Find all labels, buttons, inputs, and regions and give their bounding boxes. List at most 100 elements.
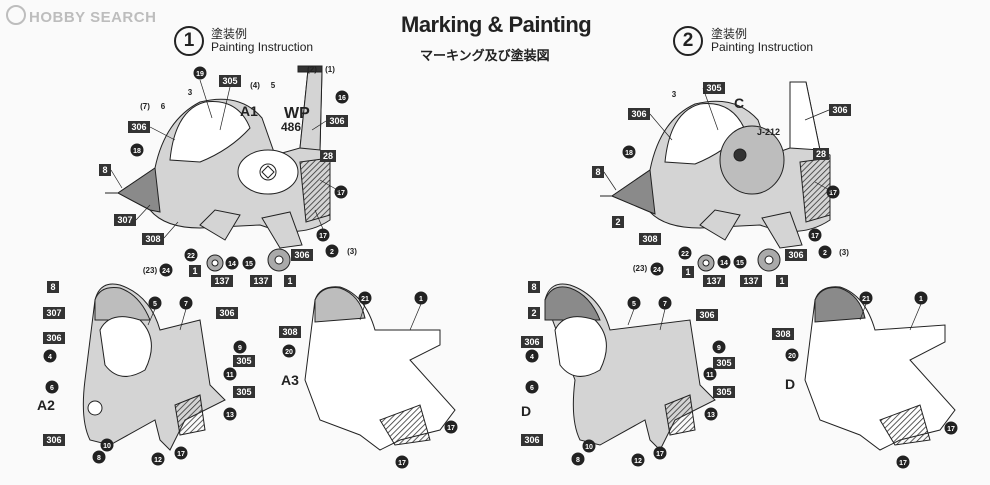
- watermark-text: HOBBY SEARCH: [29, 9, 157, 26]
- callout-label: 306: [631, 109, 646, 119]
- callout-label: (3): [347, 247, 357, 256]
- callout-box: 2: [612, 216, 624, 228]
- callout-circle: 4: [43, 349, 57, 363]
- callout-circle: 5: [627, 296, 641, 310]
- callout-label: 4: [530, 354, 534, 361]
- tail-code-label: WP: [284, 105, 310, 122]
- callout-circle: 3: [672, 90, 677, 99]
- callout-circle: 8: [92, 450, 106, 464]
- callout-circle: 17: [174, 446, 188, 460]
- callout-circle: 17: [653, 446, 667, 460]
- marking-d-label-1: D: [521, 403, 531, 419]
- callout-label: 11: [706, 372, 714, 379]
- callout-label: 305: [236, 387, 251, 397]
- aircraft-2-bottom-view: [804, 286, 956, 451]
- callout-circle: 8: [571, 452, 585, 466]
- callout-circle: 18: [622, 145, 636, 159]
- callout-label: 14: [720, 260, 728, 267]
- callout-label: 1: [779, 276, 784, 286]
- callout-label: 5: [632, 301, 636, 308]
- callout-label: 306: [524, 337, 539, 347]
- callout-label: 308: [775, 329, 790, 339]
- callout-label: 2: [330, 249, 334, 256]
- callout-box: 306: [696, 309, 718, 321]
- aircraft-1-side-view: [105, 65, 331, 272]
- callout-label: 137: [214, 276, 229, 286]
- callout-circle: (2): [307, 65, 317, 74]
- page-title: Marking & Painting: [401, 12, 592, 37]
- callout-circle: 17: [395, 455, 409, 469]
- callout-circle: 7: [658, 296, 672, 310]
- callout-label: 18: [625, 150, 633, 157]
- callout-circle: 2: [818, 245, 832, 259]
- callout-circle: 20: [282, 344, 296, 358]
- callout-box: 8: [528, 281, 540, 293]
- callout-label: 8: [595, 167, 600, 177]
- callout-box: 305: [713, 386, 735, 398]
- callout-circle: 17: [944, 421, 958, 435]
- callout-circle: 9: [712, 340, 726, 354]
- callout-box: 1: [189, 265, 201, 277]
- callout-label: 8: [531, 282, 536, 292]
- callout-box: 137: [740, 275, 762, 287]
- aircraft-1-bottom-view: [304, 286, 456, 451]
- leader-lines: [110, 79, 922, 331]
- callout-label: 24: [653, 267, 661, 274]
- callout-circle: 16: [335, 90, 349, 104]
- callout-circle: 24: [159, 263, 173, 277]
- callout-label: 20: [788, 353, 796, 360]
- callout-box: 306: [291, 249, 313, 261]
- callout-label: 1: [685, 267, 690, 277]
- callout-circle: 17: [808, 228, 822, 242]
- callout-circle: 10: [100, 438, 114, 452]
- callout-label: 17: [447, 425, 455, 432]
- step-1-en: Painting Instruction: [211, 40, 314, 54]
- callout-circle: (23): [143, 266, 158, 275]
- callout-box: 306: [326, 115, 348, 127]
- callout-label: 22: [187, 253, 195, 260]
- callout-box: 8: [99, 164, 111, 176]
- callout-circle: 1: [414, 291, 428, 305]
- callout-circle: 6: [161, 102, 166, 111]
- callout-label: (7): [140, 102, 150, 111]
- callout-box: 306: [128, 121, 150, 133]
- callout-circle: 17: [316, 228, 330, 242]
- callout-label: 137: [743, 276, 758, 286]
- callout-label: 306: [329, 116, 344, 126]
- callout-box: 137: [211, 275, 233, 287]
- callout-box: 28: [813, 148, 829, 160]
- callout-circle: 13: [223, 407, 237, 421]
- step-1-jp: 塗装例: [211, 27, 248, 41]
- callout-label: 5: [153, 301, 157, 308]
- callout-label: 137: [253, 276, 268, 286]
- callout-box: 308: [279, 326, 301, 338]
- callout-circle: 5: [148, 296, 162, 310]
- callout-circle: 17: [896, 455, 910, 469]
- callout-circle: 10: [582, 439, 596, 453]
- step-2-en: Painting Instruction: [711, 40, 814, 54]
- callout-circle: 14: [717, 255, 731, 269]
- callout-label: 306: [524, 435, 539, 445]
- callout-label: 6: [530, 385, 534, 392]
- callout-box: 137: [250, 275, 272, 287]
- step-2-jp: 塗装例: [711, 27, 748, 41]
- callout-circle: 21: [358, 291, 372, 305]
- callout-box: 306: [785, 249, 807, 261]
- callout-box: 28: [320, 150, 336, 162]
- callout-label: 13: [226, 412, 234, 419]
- callout-circle: 18: [130, 143, 144, 157]
- marking-a3-label: A3: [281, 372, 299, 388]
- callout-box: 307: [43, 307, 65, 319]
- callout-label: 17: [829, 190, 837, 197]
- callout-label: 10: [103, 443, 111, 450]
- callout-label: (1): [325, 65, 335, 74]
- marking-a2-label: A2: [37, 397, 55, 413]
- callout-label: 305: [716, 387, 731, 397]
- callout-box: 8: [592, 166, 604, 178]
- callout-label: 2: [531, 308, 536, 318]
- callout-label: 2: [823, 250, 827, 257]
- serial-j-label: J-212: [757, 127, 780, 137]
- callout-label: 15: [736, 260, 744, 267]
- callout-label: 14: [228, 261, 236, 268]
- callout-circle: (3): [839, 248, 849, 257]
